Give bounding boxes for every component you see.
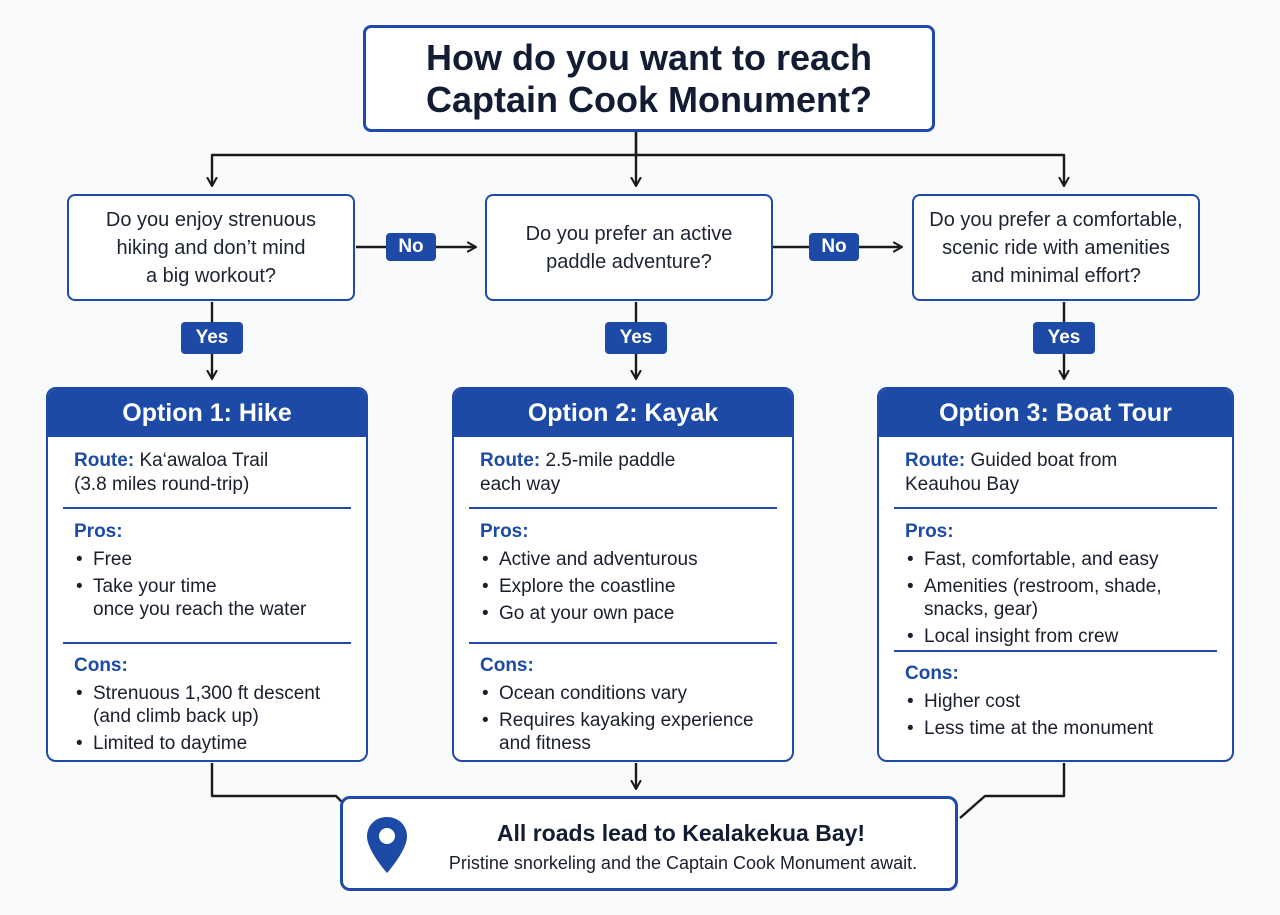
title-to-q1-connector — [212, 132, 638, 186]
question-paddle: Do you prefer an active paddle adventure… — [485, 194, 773, 301]
question-line: Do you prefer an active — [525, 222, 733, 245]
question-line: Do you enjoy strenuous — [105, 208, 317, 231]
question-line: hiking and don’t mind — [116, 236, 306, 259]
route-label: Route: — [905, 450, 966, 471]
destination-box: All roads lead to Kealakekua Bay! Pristi… — [340, 796, 958, 891]
cons-section: Cons: Higher cost Less time at the monum… — [905, 662, 1212, 744]
section-divider — [894, 507, 1217, 509]
route-section: Route: Ka‘awaloa Trail (3.8 miles round-… — [74, 449, 346, 497]
question-boat-ride: Do you prefer a comfortable, scenic ride… — [912, 194, 1200, 301]
cons-section: Cons: Ocean conditions vary Requires kay… — [480, 654, 772, 759]
option-hike-card: Option 1: Hike Route: Ka‘awaloa Trail (3… — [46, 387, 368, 762]
item-text: (and climb back up) — [93, 706, 259, 727]
pros-section: Pros: Fast, comfortable, and easy Amenit… — [905, 520, 1212, 652]
title-line-1: How do you want to reach — [425, 36, 873, 78]
pros-item: Free — [74, 548, 346, 571]
item-text: Higher cost — [924, 691, 1021, 712]
cons-label: Cons: — [480, 655, 534, 676]
item-text: and fitness — [499, 733, 591, 754]
cons-item: Limited to daytime — [74, 732, 346, 755]
route-text: Guided boat from — [970, 450, 1118, 471]
pros-section: Pros: Active and adventurous Explore the… — [480, 520, 772, 629]
item-text: once you reach the water — [93, 599, 307, 620]
option-boat-tour-card: Option 3: Boat Tour Route: Guided boat f… — [877, 387, 1234, 762]
yes-label-q3: Yes — [1033, 322, 1095, 354]
yes-label-q1: Yes — [181, 322, 243, 354]
pros-label: Pros: — [905, 521, 954, 542]
route-text: (3.8 miles round-trip) — [74, 474, 250, 495]
pros-label: Pros: — [480, 521, 529, 542]
pros-item: Go at your own pace — [480, 602, 772, 625]
section-divider — [63, 642, 351, 644]
section-divider — [469, 642, 777, 644]
section-divider — [894, 650, 1217, 652]
option-kayak-card: Option 2: Kayak Route: 2.5-mile paddle e… — [452, 387, 794, 762]
item-text: Go at your own pace — [499, 603, 675, 624]
pros-item: Take your time once you reach the water — [74, 575, 346, 621]
item-text: Strenuous 1,300 ft descent — [93, 683, 321, 704]
no-label-q2: No — [809, 233, 859, 261]
question-line: Do you prefer a comfortable, — [929, 208, 1183, 231]
item-text: snacks, gear) — [924, 599, 1039, 620]
pros-item: Local insight from crew — [905, 625, 1212, 648]
pros-item: Amenities (restroom, shade, snacks, gear… — [905, 575, 1212, 621]
title-line-2: Captain Cook Monument? — [426, 78, 872, 120]
route-text: Ka‘awaloa Trail — [139, 450, 269, 471]
route-section: Route: 2.5-mile paddle each way — [480, 449, 772, 497]
option-header: Option 3: Boat Tour — [879, 389, 1232, 437]
item-text: Limited to daytime — [93, 733, 248, 754]
location-pin-icon — [367, 817, 407, 873]
cons-section: Cons: Strenuous 1,300 ft descent (and cl… — [74, 654, 346, 759]
section-divider — [469, 507, 777, 509]
route-label: Route: — [74, 450, 135, 471]
pros-item: Explore the coastline — [480, 575, 772, 598]
option1-to-final-connector — [210, 763, 359, 819]
option3-to-final-connector — [959, 763, 1066, 819]
item-text: Take your time — [93, 576, 217, 597]
no-label-q1: No — [386, 233, 436, 261]
item-text: Local insight from crew — [924, 626, 1119, 647]
title-box: How do you want to reach Captain Cook Mo… — [363, 25, 935, 132]
item-text: Fast, comfortable, and easy — [924, 549, 1159, 570]
route-text: each way — [480, 474, 561, 495]
route-text: 2.5-mile paddle — [545, 450, 676, 471]
cons-item: Higher cost — [905, 690, 1212, 713]
destination-title: All roads lead to Kealakekua Bay! — [496, 820, 866, 846]
option-header: Option 1: Hike — [48, 389, 366, 437]
cons-label: Cons: — [905, 663, 959, 684]
cons-item: Less time at the monument — [905, 717, 1212, 740]
route-section: Route: Guided boat from Keauhou Bay — [905, 449, 1212, 497]
route-label: Route: — [480, 450, 541, 471]
option-header: Option 2: Kayak — [454, 389, 792, 437]
section-divider — [63, 507, 351, 509]
item-text: Ocean conditions vary — [499, 683, 687, 704]
route-text: Keauhou Bay — [905, 474, 1020, 495]
pros-section: Pros: Free Take your time once you reach… — [74, 520, 346, 625]
item-text: Requires kayaking experience — [499, 710, 754, 731]
cons-item: Ocean conditions vary — [480, 682, 772, 705]
question-line: and minimal effort? — [971, 264, 1141, 287]
pros-item: Fast, comfortable, and easy — [905, 548, 1212, 571]
title-to-q3-connector — [636, 153, 1064, 186]
question-line: scenic ride with amenities — [942, 236, 1170, 259]
item-text: Active and adventurous — [499, 549, 698, 570]
diagram-title: How do you want to reach Captain Cook Mo… — [426, 37, 872, 121]
pros-item: Active and adventurous — [480, 548, 772, 571]
question-line: a big workout? — [145, 264, 277, 287]
item-text: Free — [93, 549, 133, 570]
cons-item: Strenuous 1,300 ft descent (and climb ba… — [74, 682, 346, 728]
cons-label: Cons: — [74, 655, 128, 676]
destination-subtitle: Pristine snorkeling and the Captain Cook… — [448, 853, 918, 873]
yes-label-q2: Yes — [605, 322, 667, 354]
question-hiking: Do you enjoy strenuous hiking and don’t … — [67, 194, 355, 301]
item-text: Less time at the monument — [924, 718, 1154, 739]
item-text: Explore the coastline — [499, 576, 676, 597]
pros-label: Pros: — [74, 521, 123, 542]
item-text: Amenities (restroom, shade, — [924, 576, 1162, 597]
question-line: paddle adventure? — [546, 250, 712, 273]
cons-item: Requires kayaking experience and fitness — [480, 709, 772, 755]
